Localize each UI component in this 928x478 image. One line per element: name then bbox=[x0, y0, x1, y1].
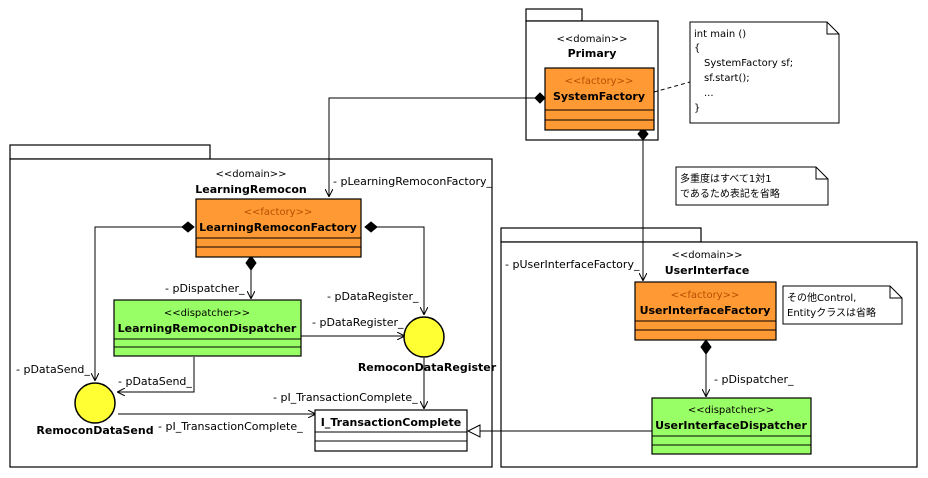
class-ui-dispatcher-stereotype: <<dispatcher>> bbox=[688, 405, 774, 416]
note-code-line-1: int main () bbox=[694, 29, 746, 40]
note-code[interactable]: int main () { SystemFactory sf; sf.start… bbox=[689, 21, 840, 124]
class-learning-factory-stereotype: <<factory>> bbox=[244, 207, 313, 218]
class-i-transaction-complete[interactable]: I_TransactionComplete bbox=[314, 409, 468, 452]
note-code-line-6: } bbox=[694, 103, 700, 114]
class-learning-remocon-factory[interactable]: <<factory>> LearningRemoconFactory bbox=[195, 198, 362, 258]
class-learning-factory-name: LearningRemoconFactory bbox=[199, 221, 357, 234]
role-p-data-send-mid: - pDataSend_ bbox=[118, 375, 192, 388]
interface-send-name: RemoconDataSend bbox=[36, 424, 153, 437]
role-p-dispatcher-ui: - pDispatcher_ bbox=[714, 373, 794, 386]
role-p-data-send-left: - pDataSend_ bbox=[16, 363, 90, 376]
diamond-icon bbox=[700, 339, 712, 355]
role-p-transaction-top: - pI_TransactionComplete_ bbox=[273, 391, 418, 404]
role-p-data-register-mid: - pDataRegister_ bbox=[312, 316, 404, 329]
note-code-line-2: { bbox=[694, 43, 700, 54]
class-ui-factory-stereotype: <<factory>> bbox=[671, 290, 740, 301]
diamond-icon bbox=[364, 221, 378, 233]
diamond-icon bbox=[637, 127, 649, 141]
interface-register-name: RemoconDataRegister bbox=[358, 361, 497, 374]
class-learning-dispatcher-name: LearningRemoconDispatcher bbox=[118, 322, 297, 335]
link-learning-factory-to-send bbox=[95, 226, 186, 380]
link-note-code bbox=[653, 81, 691, 93]
class-system-factory-stereotype: <<factory>> bbox=[565, 76, 634, 87]
role-p-dispatcher-left: - pDispatcher_ bbox=[165, 282, 245, 295]
interface-lollipop-icon bbox=[74, 382, 116, 424]
role-p-ui-factory: - pUserInterfaceFactory_ bbox=[505, 258, 640, 271]
interface-remocon-data-send[interactable]: RemoconDataSend bbox=[36, 382, 154, 437]
role-p-transaction-bottom: - pI_TransactionComplete_ bbox=[158, 420, 303, 433]
package-primary-stereotype: <<domain>> bbox=[557, 34, 628, 45]
note-multiplicity-line-1: 多重度はすべて1対1 bbox=[680, 172, 772, 185]
note-others-line-1: その他Control, bbox=[787, 291, 856, 304]
class-ui-dispatcher-name: UserInterfaceDispatcher bbox=[655, 419, 807, 432]
package-ui-name: UserInterface bbox=[665, 264, 750, 277]
note-others-line-2: Entityクラスは省略 bbox=[787, 306, 876, 319]
interface-remocon-data-register[interactable]: RemoconDataRegister bbox=[358, 316, 497, 374]
package-primary-name: Primary bbox=[568, 47, 617, 60]
role-p-learning-factory: - pLearningRemoconFactory_ bbox=[333, 175, 492, 188]
role-p-data-register-top: - pDataRegister_ bbox=[327, 290, 419, 303]
class-system-factory[interactable]: <<factory>> SystemFactory bbox=[544, 67, 655, 131]
class-user-interface-factory[interactable]: <<factory>> UserInterfaceFactory bbox=[634, 281, 777, 341]
note-others[interactable]: その他Control, Entityクラスは省略 bbox=[782, 285, 903, 325]
class-learning-remocon-dispatcher[interactable]: <<dispatcher>> LearningRemoconDispatcher bbox=[113, 299, 302, 357]
realization-triangle-icon bbox=[466, 424, 481, 438]
class-i-transaction-name: I_TransactionComplete bbox=[321, 416, 461, 429]
class-system-factory-name: SystemFactory bbox=[553, 90, 645, 103]
package-ui-stereotype: <<domain>> bbox=[672, 250, 743, 261]
diamond-icon bbox=[245, 255, 257, 271]
package-learning-name: LearningRemocon bbox=[195, 183, 306, 196]
package-learning-stereotype: <<domain>> bbox=[216, 169, 287, 180]
class-ui-factory-name: UserInterfaceFactory bbox=[640, 304, 771, 317]
note-code-line-3: SystemFactory sf; bbox=[704, 58, 793, 69]
diamond-icon bbox=[181, 221, 195, 233]
link-system-to-learning-factory bbox=[329, 97, 545, 196]
note-code-line-5: ... bbox=[704, 88, 714, 99]
composition-diamonds bbox=[181, 92, 712, 355]
link-learning-factory-to-register bbox=[377, 226, 424, 314]
note-multiplicity[interactable]: 多重度はすべて1対1 であるため表記を省略 bbox=[675, 166, 829, 206]
role-labels: - pLearningRemoconFactory_ - pUserInterf… bbox=[16, 175, 794, 433]
link-dispatcher-to-send bbox=[118, 357, 195, 392]
class-learning-dispatcher-stereotype: <<dispatcher>> bbox=[164, 308, 250, 319]
interface-lollipop-icon bbox=[403, 316, 445, 358]
class-user-interface-dispatcher[interactable]: <<dispatcher>> UserInterfaceDispatcher bbox=[651, 397, 812, 455]
note-code-line-4: sf.start(); bbox=[704, 73, 750, 84]
note-multiplicity-line-2: であるため表記を省略 bbox=[680, 187, 780, 200]
